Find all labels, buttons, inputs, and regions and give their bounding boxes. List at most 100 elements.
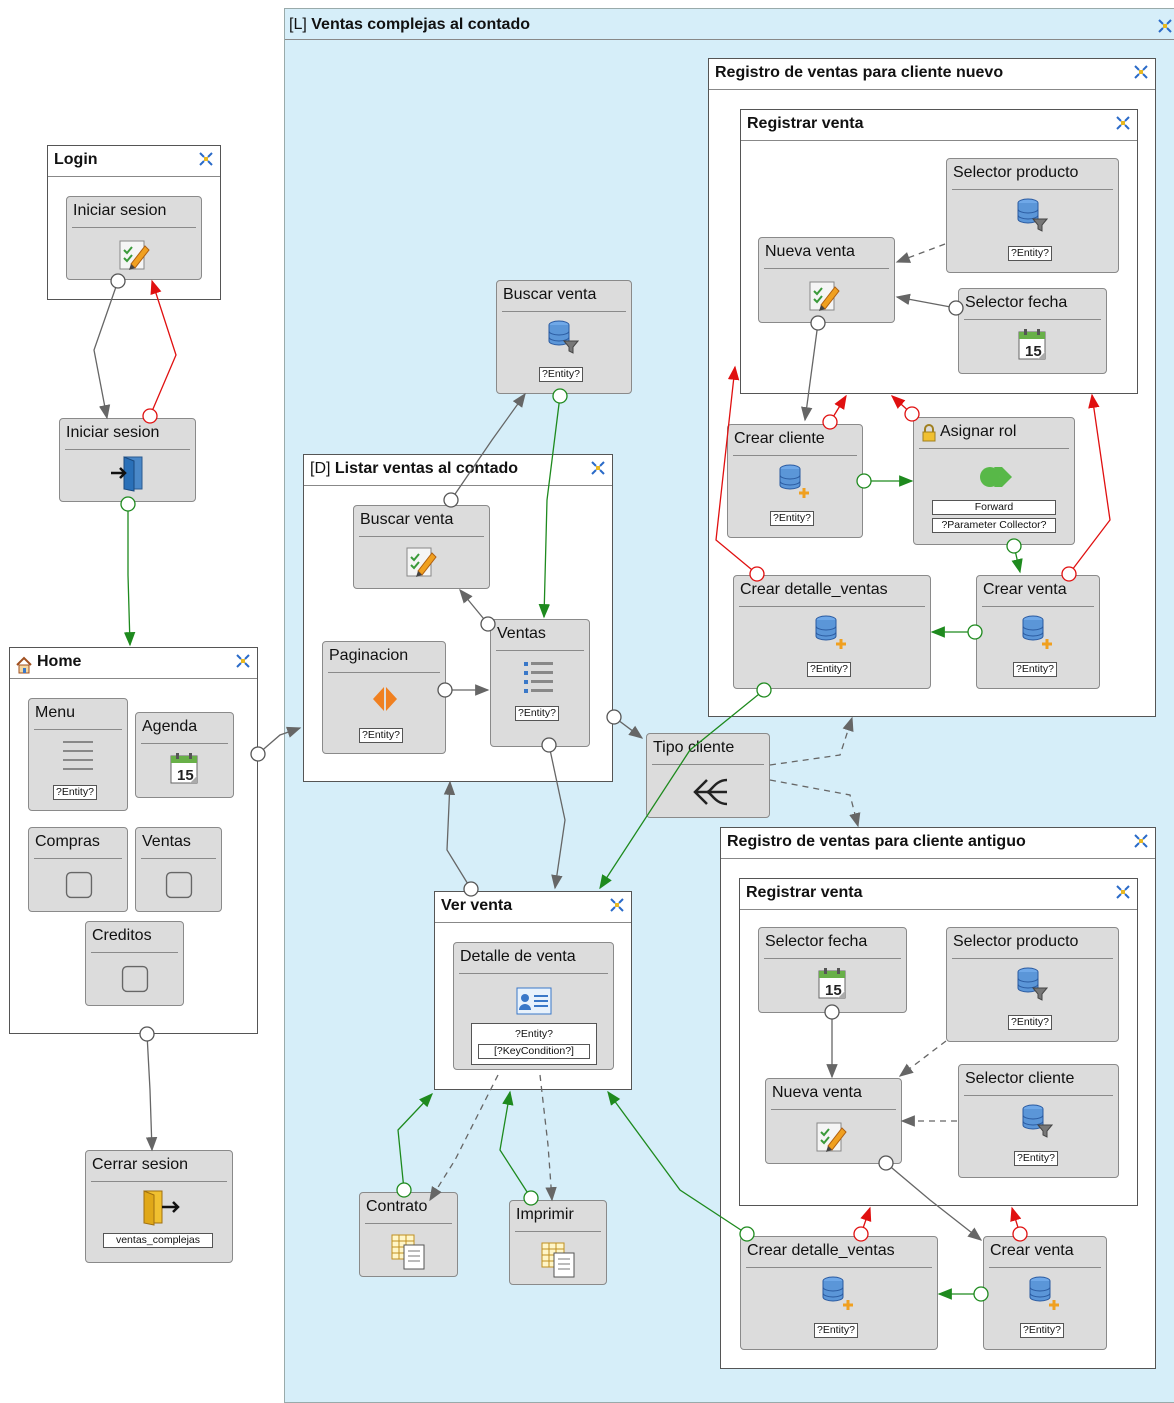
unit-label: Selector fecha <box>765 933 868 950</box>
ok-flows <box>123 395 1023 1300</box>
date-selector-unit[interactable]: Selector fecha <box>958 288 1107 374</box>
ko-flows <box>149 279 1111 1235</box>
unit-label: Asignar rol <box>940 423 1017 440</box>
register-sale-title: Registrar venta <box>747 115 864 132</box>
pagination-unit[interactable]: Paginacion ?Entity? <box>322 641 446 754</box>
unit-label: Buscar venta <box>503 286 597 303</box>
login-form-unit[interactable]: Iniciar sesion <box>66 196 202 280</box>
normal-flows <box>93 280 983 1241</box>
creditos-unit[interactable]: Creditos <box>85 921 184 1006</box>
new-sale-form-unit[interactable]: Nueva venta <box>765 1078 902 1164</box>
entity-tag: ventas_complejas <box>103 1233 213 1248</box>
entity-tag-line: ?Entity? <box>515 1028 553 1040</box>
entity-tag: ?Entity? <box>53 785 97 800</box>
list-sales-prefix: [D] <box>310 460 331 477</box>
ok-endpoints <box>120 388 1022 1302</box>
entity-tag: ?Entity? <box>359 728 403 743</box>
client-type-switch-unit[interactable]: Tipo cliente <box>646 733 770 818</box>
entity-tag: ?Entity? <box>515 706 559 721</box>
main-area-prefix: [L] <box>289 16 307 33</box>
unit-label: Iniciar sesion <box>73 202 167 219</box>
entity-tag: ?Entity? <box>539 367 583 382</box>
list-sales-title-text: Listar ventas al contado <box>334 460 519 477</box>
unit-label: Compras <box>35 833 100 850</box>
unit-label: Crear detalle_ventas <box>740 581 888 598</box>
unit-label: Selector fecha <box>965 294 1068 311</box>
home-title: Home <box>37 653 82 670</box>
ventas-unit[interactable]: Ventas <box>135 827 222 912</box>
dashed-flows <box>429 243 957 1202</box>
search-sale-unit[interactable]: Buscar venta ?Entity? <box>496 280 632 394</box>
menu-unit[interactable]: Menu ?Entity? <box>28 698 128 811</box>
entity-tag: ?Entity? <box>1020 1323 1064 1338</box>
client-selector-unit[interactable]: Selector cliente ?Entity? <box>958 1064 1119 1178</box>
unit-label: Imprimir <box>516 1206 574 1223</box>
main-area-title-text: Ventas complejas al contado <box>311 16 530 33</box>
create-sale-unit[interactable]: Crear venta ?Entity? <box>976 575 1100 689</box>
product-selector-unit[interactable]: Selector producto ?Entity? <box>946 158 1119 273</box>
unit-label: Selector producto <box>953 164 1079 181</box>
assign-role-unit[interactable]: Asignar rol Forward ?Parameter Collector… <box>913 417 1075 545</box>
unit-label: Crear venta <box>990 1242 1074 1259</box>
unit-label: Paginacion <box>329 647 409 664</box>
new-register-sale-area[interactable]: Registrar venta Selector producto ?Entit… <box>740 109 1138 394</box>
contract-unit[interactable]: Contrato <box>359 1192 458 1277</box>
view-sale-title: Ver venta <box>441 897 513 914</box>
create-sale-detail-unit[interactable]: Crear detalle_ventas ?Entity? <box>740 1236 938 1350</box>
compras-unit[interactable]: Compras <box>28 827 128 912</box>
key-condition-tag: [?KeyCondition?] <box>478 1044 590 1059</box>
sale-detail-unit[interactable]: Detalle de venta ?Entity? [?KeyCondition… <box>453 942 614 1070</box>
create-sale-unit[interactable]: Crear venta ?Entity? <box>983 1236 1107 1350</box>
search-sale-form-unit[interactable]: Buscar venta <box>353 505 490 589</box>
sales-list-unit[interactable]: Ventas ?Entity? <box>490 619 590 747</box>
create-sale-detail-unit[interactable]: Crear detalle_ventas ?Entity? <box>733 575 931 689</box>
entity-tag: ?Entity? <box>1013 662 1057 677</box>
login-area[interactable]: Login Iniciar sesion <box>47 145 221 300</box>
forward-tag: Forward <box>932 500 1056 515</box>
create-client-unit[interactable]: Crear cliente ?Entity? <box>727 424 863 538</box>
parameter-collector-tag: ?Parameter Collector? <box>932 518 1056 533</box>
unit-label: Iniciar sesion <box>66 424 160 441</box>
login-action-unit[interactable]: Iniciar sesion <box>59 418 196 502</box>
unit-label: Crear detalle_ventas <box>747 1242 895 1259</box>
entity-tag: ?Entity? <box>1008 246 1052 261</box>
entity-tag: ?Entity? <box>807 662 851 677</box>
old-register-sale-area[interactable]: Registrar venta Selector fecha Selector … <box>739 878 1138 1206</box>
ko-endpoints <box>142 406 1077 1242</box>
unit-label: Crear venta <box>983 581 1067 598</box>
new-client-title: Registro de ventas para cliente nuevo <box>715 64 1004 81</box>
unit-label: Buscar venta <box>360 511 454 528</box>
unit-label: Ventas <box>497 625 546 642</box>
unit-label: Detalle de venta <box>460 948 576 965</box>
unit-label: Nueva venta <box>772 1084 862 1101</box>
main-area-title: [L] Ventas complejas al contado <box>289 16 530 34</box>
entity-tag: ?Entity? [?KeyCondition?] <box>471 1023 597 1065</box>
unit-label: Agenda <box>142 718 198 735</box>
print-unit[interactable]: Imprimir <box>509 1200 607 1285</box>
unit-label: Creditos <box>92 927 152 944</box>
list-sales-area[interactable]: [D] Listar ventas al contado Buscar vent… <box>303 454 613 782</box>
unit-label: Cerrar sesion <box>92 1156 189 1173</box>
product-selector-unit[interactable]: Selector producto ?Entity? <box>946 927 1119 1042</box>
entity-tag: ?Entity? <box>770 511 814 526</box>
unit-label: Nueva venta <box>765 243 855 260</box>
entity-tag: ?Entity? <box>1008 1015 1052 1030</box>
unit-label: Selector producto <box>953 933 1079 950</box>
home-area[interactable]: Home Menu ?Entity? Agenda Compras Ventas… <box>9 647 258 1034</box>
new-sale-form-unit[interactable]: Nueva venta <box>758 237 895 323</box>
link-endpoints <box>110 273 964 1171</box>
entity-tag: ?Entity? <box>814 1323 858 1338</box>
entity-tag: ?Entity? <box>1014 1151 1058 1166</box>
unit-label: Ventas <box>142 833 191 850</box>
logout-unit[interactable]: Cerrar sesion ventas_complejas <box>85 1150 233 1263</box>
unit-label: Selector cliente <box>965 1070 1075 1087</box>
unit-label: Crear cliente <box>734 430 825 447</box>
login-title: Login <box>54 151 98 168</box>
unit-label: Contrato <box>366 1198 428 1215</box>
old-client-title: Registro de ventas para cliente antiguo <box>727 833 1026 850</box>
agenda-unit[interactable]: Agenda <box>135 712 234 798</box>
register-sale-title: Registrar venta <box>746 884 863 901</box>
list-sales-title: [D] Listar ventas al contado <box>310 460 518 478</box>
view-sale-area[interactable]: Ver venta Detalle de venta ?Entity? [?Ke… <box>434 891 632 1090</box>
